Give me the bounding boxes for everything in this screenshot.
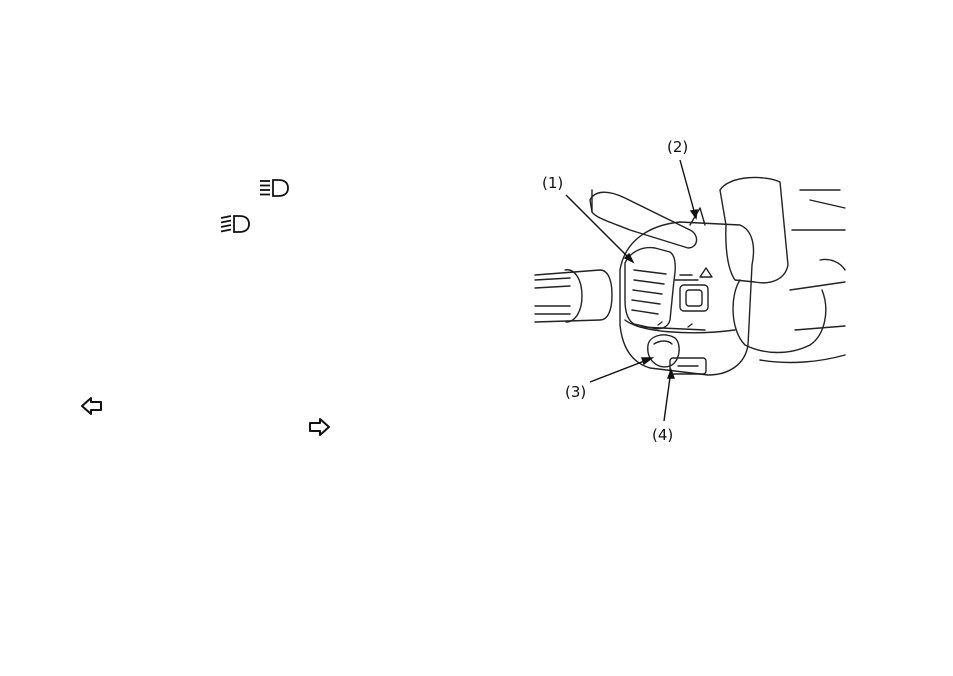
callout-2: (2) — [667, 138, 688, 156]
low-beam-icon — [220, 214, 252, 234]
turn-left-arrow-icon — [80, 396, 104, 416]
callout-4: (4) — [652, 426, 673, 444]
callout-1: (1) — [542, 174, 563, 192]
turn-right-arrow-icon — [307, 417, 331, 437]
callout-3: (3) — [565, 383, 586, 401]
handlebar-switch-illustration — [530, 130, 850, 460]
high-beam-icon — [259, 178, 291, 198]
